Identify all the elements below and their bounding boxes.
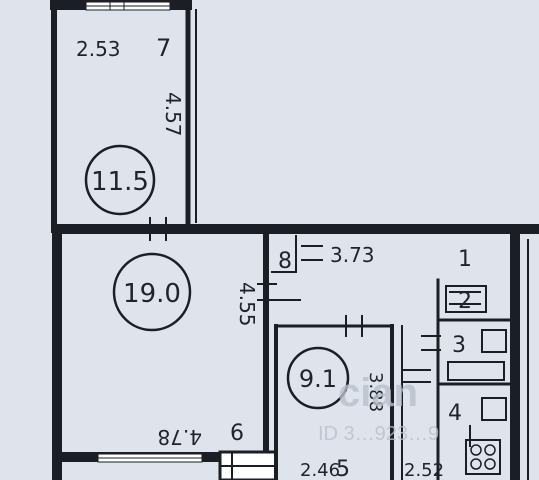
dimension-bottom-mid: 2.46 <box>300 460 340 480</box>
room-number-8: 8 <box>278 249 292 274</box>
watermark-brand: cian <box>338 371 418 415</box>
dimension-small-room: 3.88 <box>365 372 386 412</box>
room-area-9: 9.1 <box>286 346 350 410</box>
room-number-5: 5 <box>336 457 350 480</box>
dimension-bottom-right: 2.52 <box>404 460 444 480</box>
room-number-1: 1 <box>458 247 472 272</box>
dimension-bottom-left: 4.78 <box>157 425 202 449</box>
dimension-mid-height: 4.55 <box>235 282 259 327</box>
area-label: 19.0 <box>123 279 181 309</box>
watermark-id: ID 3…923…9 <box>318 423 439 445</box>
room-number-7: 7 <box>156 34 171 62</box>
dimension-top-height: 4.57 <box>161 92 185 137</box>
room-area-19: 19.0 <box>112 252 192 332</box>
room-number-3: 3 <box>452 333 466 358</box>
dimension-right-top: 3.73 <box>330 243 375 267</box>
walls <box>50 0 539 480</box>
room-number-4: 4 <box>448 401 462 426</box>
room-number-6: 6 <box>230 421 244 446</box>
watermark: cian ID 3…923…9 <box>318 371 439 445</box>
room-area-11: 11.5 <box>84 144 156 216</box>
dimension-top-width: 2.53 <box>76 37 121 61</box>
room-number-2: 2 <box>458 289 472 314</box>
area-label: 11.5 <box>91 167 149 197</box>
area-label: 9.1 <box>299 365 337 393</box>
